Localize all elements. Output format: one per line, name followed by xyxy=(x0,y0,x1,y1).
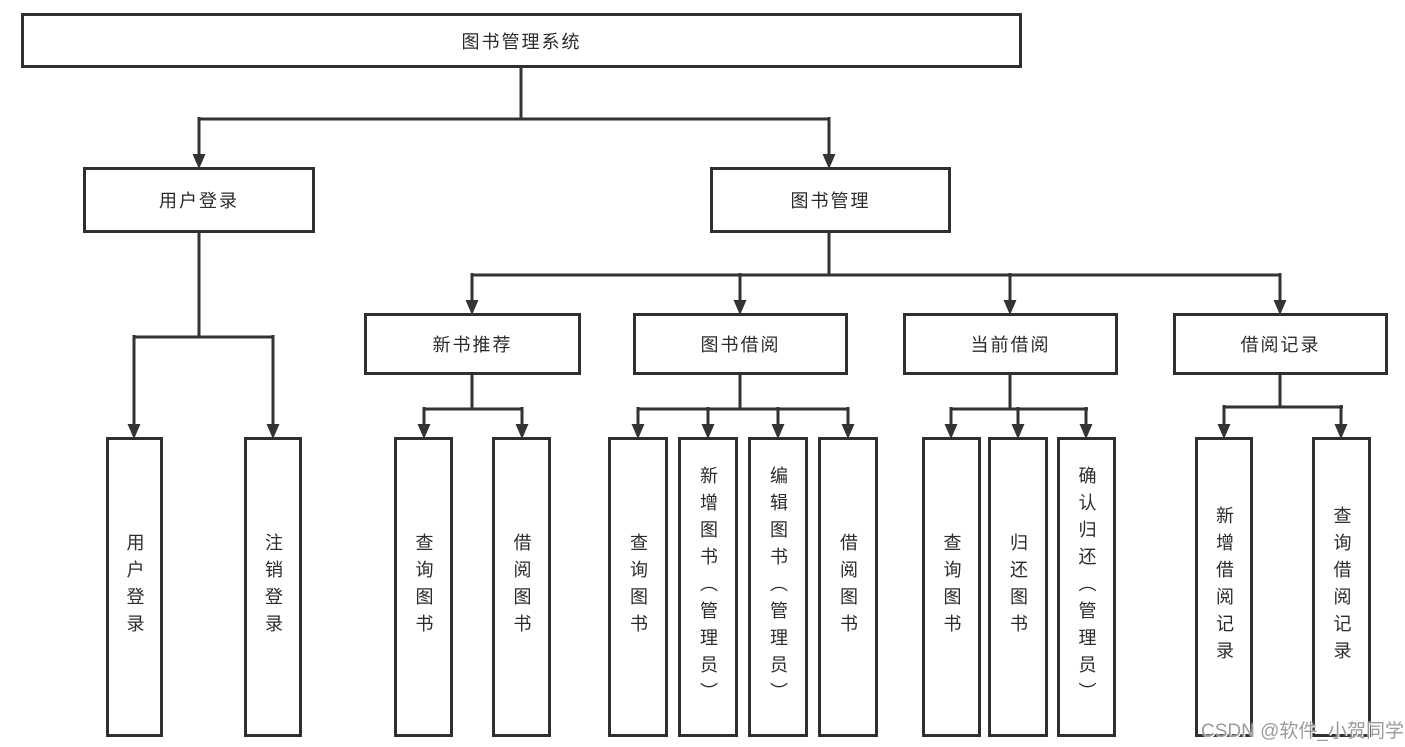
leaf-label: 注销登录 xyxy=(263,533,283,641)
leaf-label: 编辑图书（管理员） xyxy=(768,465,788,709)
node-book-borrowing: 图书借阅 xyxy=(633,313,848,375)
leaf-label: 借阅图书 xyxy=(511,533,532,641)
leaf-query-books-borrowing: 查询图书 xyxy=(608,437,668,737)
leaf-label: 确认归还（管理员） xyxy=(1076,465,1097,709)
leaf-confirm-return-admin: 确认归还（管理员） xyxy=(1057,437,1116,737)
leaf-user-login: 用户登录 xyxy=(106,437,163,737)
leaf-add-books-admin: 新增图书（管理员） xyxy=(678,437,738,737)
connector-book-mgmt-to-level3 xyxy=(465,233,1287,315)
connector-book-borrow-to-leaves xyxy=(631,375,855,439)
node-user-login: 用户登录 xyxy=(83,167,315,233)
node-book-management: 图书管理 xyxy=(710,167,951,233)
connector-new-book-to-leaves xyxy=(417,375,529,439)
node-current-borrowing: 当前借阅 xyxy=(903,313,1118,375)
leaf-label: 归还图书 xyxy=(1008,533,1028,641)
leaf-return-books: 归还图书 xyxy=(988,437,1048,737)
leaf-label: 借阅图书 xyxy=(838,533,858,641)
leaf-label: 查询图书 xyxy=(628,533,648,641)
leaf-query-books-recommend: 查询图书 xyxy=(394,437,453,737)
leaf-label: 查询借阅记录 xyxy=(1331,506,1352,668)
connector-current-borrow-to-leaves xyxy=(944,375,1093,439)
leaf-borrow-books: 借阅图书 xyxy=(818,437,878,737)
leaf-query-books-current: 查询图书 xyxy=(922,437,981,737)
leaf-label: 查询图书 xyxy=(413,533,434,641)
connector-root-to-level2 xyxy=(192,68,836,169)
node-new-book-recommend: 新书推荐 xyxy=(364,313,581,375)
leaf-add-borrow-record: 新增借阅记录 xyxy=(1195,437,1253,737)
leaf-logout: 注销登录 xyxy=(244,437,302,737)
leaf-query-borrow-record: 查询借阅记录 xyxy=(1312,437,1371,737)
leaf-label: 新增图书（管理员） xyxy=(698,465,718,709)
connector-user-login-to-leaves xyxy=(127,233,280,439)
leaf-label: 新增借阅记录 xyxy=(1214,506,1234,668)
leaf-edit-books-admin: 编辑图书（管理员） xyxy=(748,437,808,737)
node-root: 图书管理系统 xyxy=(21,13,1022,68)
leaf-label: 查询图书 xyxy=(941,533,962,641)
connector-borrow-record-to-leaves xyxy=(1217,375,1348,439)
node-borrowing-records: 借阅记录 xyxy=(1173,313,1388,375)
leaf-label: 用户登录 xyxy=(124,533,145,641)
watermark-text: CSDN @软件_小贺同学 xyxy=(1201,721,1404,742)
leaf-borrow-books-recommend: 借阅图书 xyxy=(492,437,551,737)
